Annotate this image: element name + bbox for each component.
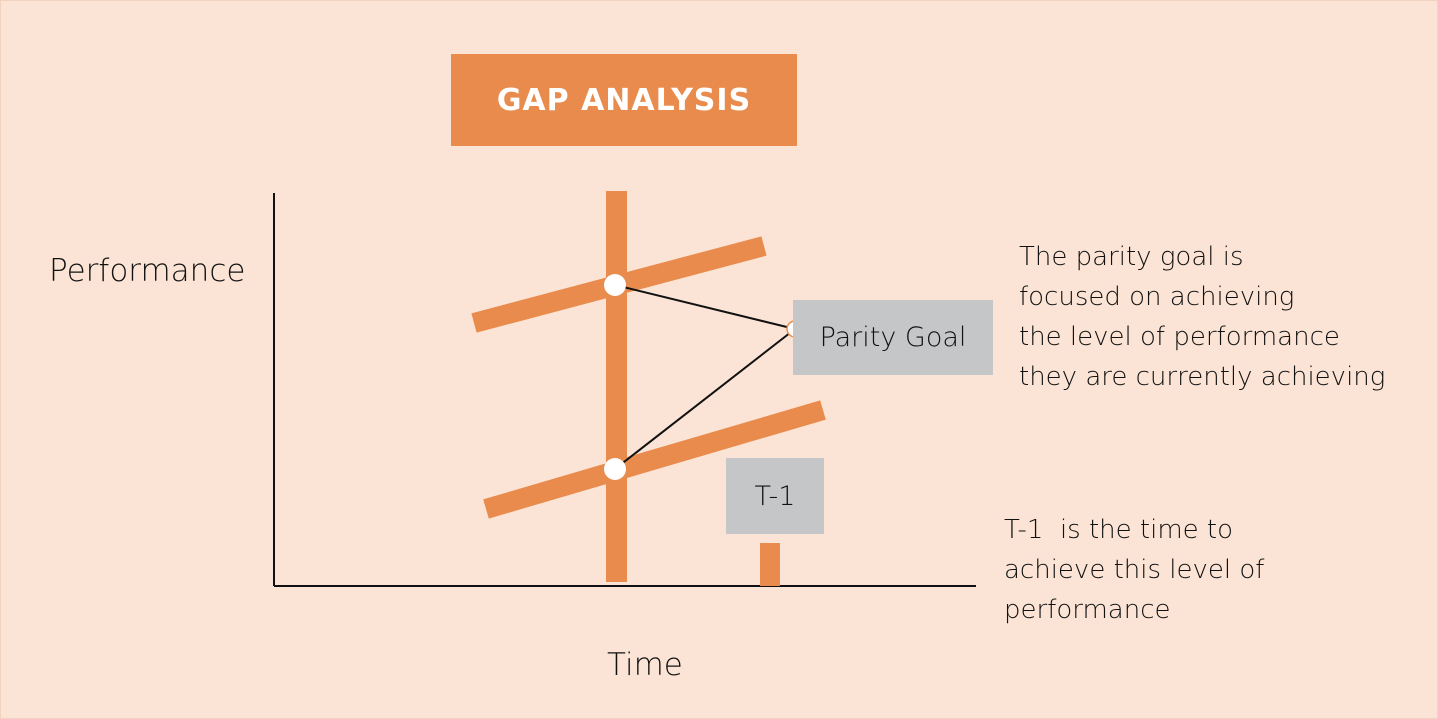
diagram-title: GAP ANALYSIS [496,82,752,118]
note-line: the level of performance [1019,322,1340,352]
parity-goal-label: Parity Goal [819,322,967,353]
t1-label: T-1 [754,480,796,512]
t1-marker-bar [760,543,780,586]
y-axis-label: Performance [49,253,246,289]
lower-intersection-point [604,458,626,480]
gap-line-upper [614,284,796,330]
t1-note: T-1 is the time to achieve this level of… [1004,510,1264,630]
t1-box: T-1 [726,458,824,534]
note-line: focused on achieving [1019,282,1295,312]
note-line: they are currently achieving [1019,362,1386,392]
note-line: The parity goal is [1019,242,1244,272]
upper-intersection-point [604,274,626,296]
x-axis-label: Time [607,647,683,683]
note-line: performance [1004,595,1171,625]
parity-goal-box: Parity Goal [793,300,993,375]
current-time-bar [606,191,627,582]
title-banner: GAP ANALYSIS [451,54,797,146]
note-line: T-1 is the time to [1004,515,1234,545]
gap-line-lower [614,328,796,470]
note-line: achieve this level of [1004,555,1265,585]
parity-goal-note: The parity goal is focused on achieving … [1019,237,1385,397]
lower-trend-line [483,400,826,519]
